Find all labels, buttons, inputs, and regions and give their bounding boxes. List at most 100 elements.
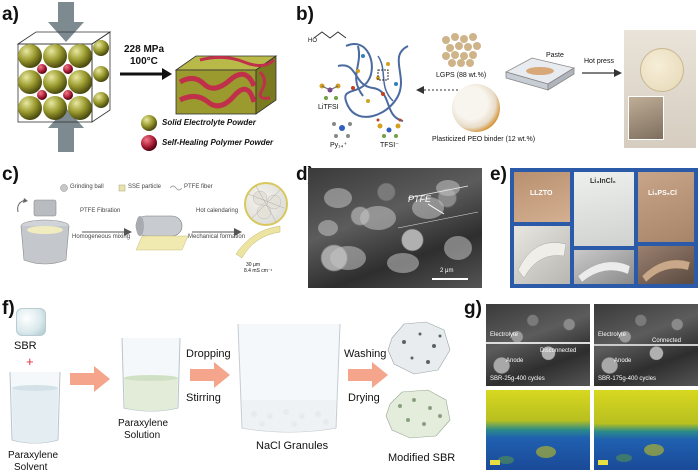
lgps-label: LGPS (88 wt.%) xyxy=(436,72,487,79)
right-electrolyte-label: Electrolyte xyxy=(598,332,627,338)
lipscl-bent-film xyxy=(641,259,691,283)
tfsi-anion-label: TFSI⁻ xyxy=(380,142,399,149)
pyr-cation-molecule-icon xyxy=(332,122,352,138)
lipscl-film xyxy=(638,172,694,242)
drying-label: Drying xyxy=(348,392,380,404)
membrane-disc xyxy=(640,48,684,92)
sem-sbr-25g: Electrolyte Disconnected Anode SBR-25g-4… xyxy=(486,304,590,386)
membrane-inset-photo xyxy=(628,96,664,140)
formation-label: Mechanical formation xyxy=(188,234,246,240)
step-arrow-3-icon xyxy=(348,362,388,388)
modified-sbr-foam-bottom xyxy=(385,389,451,439)
stirring-label: Stirring xyxy=(186,392,221,404)
calendaring-label: Hot calendaring xyxy=(196,208,239,214)
lipscl-label: Li₆PS₅Cl xyxy=(648,190,677,197)
solid-electrolyte-swatch-icon xyxy=(141,115,157,131)
llzto-film xyxy=(514,172,570,222)
ptfe-fiber-icon xyxy=(170,185,182,191)
eds-map-left xyxy=(486,390,590,470)
pressure-value: 228 MPa xyxy=(124,44,165,55)
solution-label-line2: Solution xyxy=(124,430,161,441)
left-electrolyte-label: Electrolyte xyxy=(490,332,519,338)
step-arrow-1-icon xyxy=(70,366,110,392)
lgps-powder-icon xyxy=(442,33,481,67)
fiber-network-detail xyxy=(247,185,285,223)
film-conductivity: 8.4 mS cm⁻¹ xyxy=(244,268,273,274)
liincl-flex-photo xyxy=(574,250,634,284)
left-caption: SBR-25g-400 cycles xyxy=(490,376,545,382)
electrolyte-films-photo: LLZTO Li₃InCl₆ Li₆PS₅Cl xyxy=(510,168,698,288)
solvent-label-line2: Solvent xyxy=(14,462,48,473)
pyr-cation-label: Py₁₄⁺ xyxy=(330,142,348,149)
powder-cube-diagram xyxy=(16,31,112,123)
nacl-label: NaCl Granules xyxy=(256,440,329,452)
fibration-roller-diagram xyxy=(135,215,189,251)
solution-beaker xyxy=(121,337,181,412)
panel-g-label: g) xyxy=(464,298,482,319)
interface-line-right xyxy=(594,344,698,346)
right-connected-label: Connected xyxy=(652,338,682,344)
magnified-view xyxy=(244,182,288,226)
solvent-label-line1: Paraxylene xyxy=(8,450,59,461)
legend-sse-particle: SSE particle xyxy=(128,184,162,190)
sem-scale-label: 2 μm xyxy=(440,268,454,274)
interface-line-left xyxy=(486,342,590,344)
legend-self-healing-polymer: Self-Healing Polymer Powder xyxy=(162,138,274,147)
calendaring-arrow-icon xyxy=(192,228,242,236)
llzto-label: LLZTO xyxy=(530,190,553,197)
ptfe-annotation: PTFE xyxy=(408,194,432,204)
modified-sbr-label: Modified SBR xyxy=(388,452,456,464)
left-arrow-icon xyxy=(416,86,460,94)
ptfe-pointer-arrow-icon xyxy=(428,203,445,215)
liincl-film xyxy=(574,172,634,246)
tfsi-anion-molecule-icon xyxy=(376,118,402,138)
fibration-label: PTFE Fibration xyxy=(80,208,121,214)
pressed-pellet-diagram xyxy=(174,55,278,115)
litfsi-molecule-icon xyxy=(319,83,341,100)
eds-texture-left xyxy=(490,446,556,465)
right-caption: SBR-175g-400 cycles xyxy=(598,376,657,382)
self-healing-polymer-swatch-icon xyxy=(141,135,157,151)
membrane-photo xyxy=(624,30,696,148)
modified-sbr-foam-top xyxy=(387,321,451,375)
hot-press-label: Hot press xyxy=(584,58,614,65)
panel-c-label: c) xyxy=(2,164,19,185)
peo-ho-label: HO xyxy=(308,38,317,44)
panel-b-label: b) xyxy=(296,4,314,25)
legend-grinding-ball: Grinding ball xyxy=(70,184,104,190)
electrolyte-film-diagram xyxy=(235,225,281,258)
paste-plate-diagram xyxy=(504,57,576,91)
temperature-value: 100°C xyxy=(130,56,158,67)
llzto-flex-photo xyxy=(514,226,570,284)
sbr-granule xyxy=(16,308,46,336)
right-anode-label: Anode xyxy=(614,358,632,364)
mixing-jar-diagram xyxy=(17,198,70,265)
sem-sbr-175g: Electrolyte Connected Anode SBR-175g-400… xyxy=(594,304,698,386)
nacl-beaker xyxy=(237,323,341,433)
mixing-label: Homogeneous mixing xyxy=(72,234,131,240)
right-arrow-icon xyxy=(120,68,172,80)
peo-binder-label: Plasticized PEO binder (12 wt.%) xyxy=(432,136,536,143)
solvent-beaker xyxy=(9,371,61,444)
sem-texture xyxy=(318,180,479,273)
step-arrow-2-icon xyxy=(190,362,230,388)
solution-label-line1: Paraxylene xyxy=(118,418,169,429)
fibration-arrow-icon xyxy=(82,228,132,236)
left-disconnected-label: Disconnected xyxy=(540,348,577,354)
peo-binder-blob xyxy=(452,84,500,132)
litfsi-label: LiTFSI xyxy=(318,104,339,111)
sem-scale-bar xyxy=(432,278,468,280)
film-thickness: 30 μm xyxy=(246,262,260,268)
liincl-bent-film xyxy=(577,261,631,283)
eds-texture-right xyxy=(598,444,664,465)
sem-image-ptfe: PTFE 2 μm xyxy=(308,168,482,288)
left-anode-label: Anode xyxy=(506,358,524,364)
plus-sign: + xyxy=(26,354,34,369)
paste-label: Paste xyxy=(546,52,564,59)
grinding-ball-icon xyxy=(60,184,68,192)
liincl-label: Li₃InCl₆ xyxy=(590,178,616,185)
panel-f-label: f) xyxy=(2,298,15,319)
washing-label: Washing xyxy=(344,348,387,360)
llzto-bent-film xyxy=(517,242,567,279)
legend-solid-electrolyte: Solid Electrolyte Powder xyxy=(162,118,256,127)
